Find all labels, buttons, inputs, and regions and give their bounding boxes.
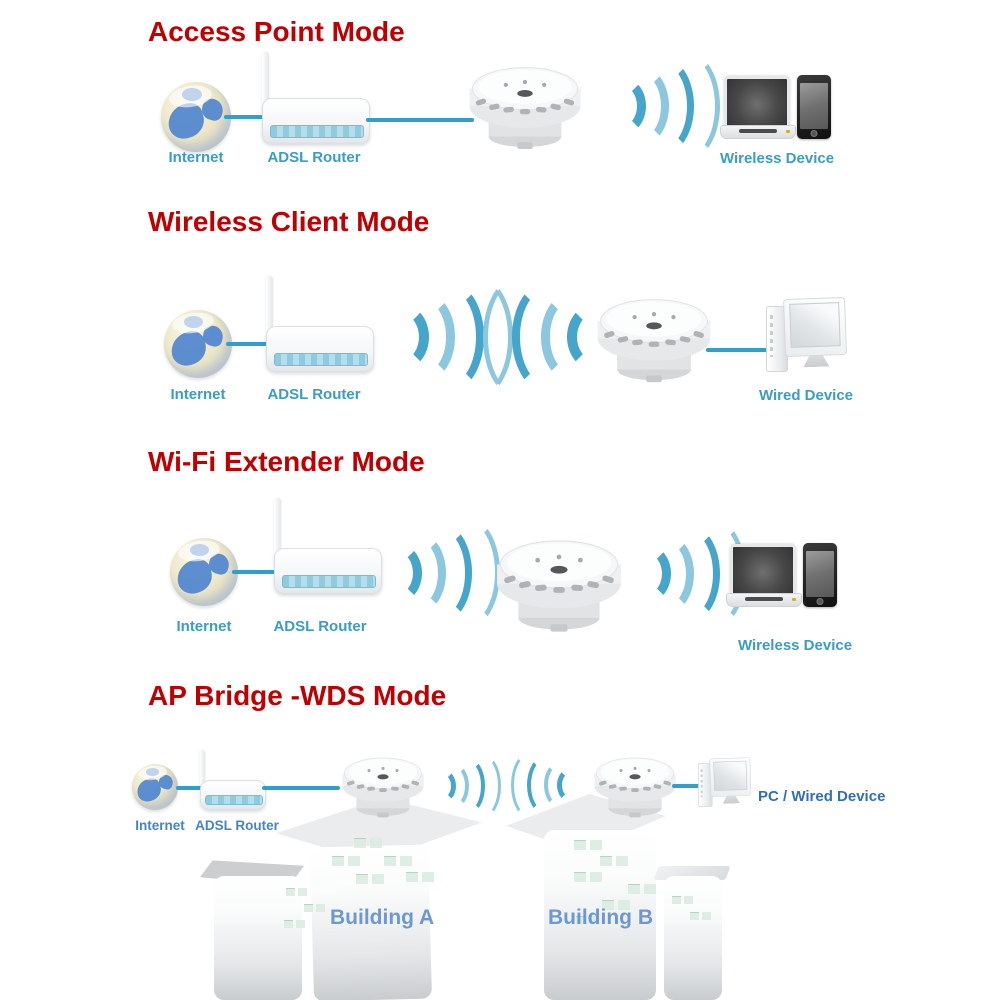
access-point-icon — [496, 540, 622, 633]
building-icon — [664, 876, 722, 1000]
router-antenna — [274, 498, 281, 554]
building-windows — [600, 856, 612, 866]
access-point-icon — [594, 757, 676, 818]
pc-monitor — [709, 757, 752, 797]
access-point-icon — [597, 299, 711, 383]
router-antenna — [200, 750, 205, 786]
desktop-pc-icon — [766, 296, 850, 382]
wire-globe-router — [224, 115, 268, 119]
internet-globe-icon — [164, 310, 232, 378]
wireless-device-label: Wireless Device — [737, 637, 853, 654]
building-windows — [356, 874, 368, 884]
internet-globe-icon — [170, 538, 238, 606]
building-windows — [332, 856, 344, 866]
access-point-icon — [469, 67, 581, 150]
building-windows — [672, 896, 681, 904]
wifi-waves-icon — [428, 753, 502, 819]
building-windows — [286, 888, 295, 896]
laptop-icon — [726, 544, 802, 608]
section-title-wifi-extender: Wi-Fi Extender Mode — [148, 446, 425, 477]
wire-ap-pc — [706, 348, 772, 352]
wifi-waves-icon — [598, 52, 720, 160]
laptop-icon — [720, 76, 796, 140]
section-title-ap-bridge-wds: AP Bridge -WDS Mode — [148, 680, 447, 711]
wireless-device-label: Wireless Device — [719, 150, 835, 167]
building-windows — [284, 920, 293, 928]
adsl-router-label: ADSL Router — [267, 386, 361, 403]
building-windows — [602, 900, 614, 910]
wifi-waves-icon — [372, 516, 500, 629]
access-point-icon — [342, 757, 424, 818]
internet-label: Internet — [168, 149, 224, 166]
building-windows — [628, 884, 640, 894]
router-antenna — [266, 276, 273, 332]
wire-router-ap — [366, 118, 474, 122]
smartphone-icon — [797, 75, 831, 139]
wire-globe-router — [226, 342, 268, 346]
adsl-router-label: ADSL Router — [195, 818, 279, 833]
building-windows — [354, 838, 366, 848]
wifi-waves-icon — [510, 751, 586, 819]
building-windows — [574, 872, 586, 882]
adsl-router-label: ADSL Router — [267, 149, 361, 166]
smartphone-icon — [803, 543, 837, 607]
building-windows — [576, 916, 585, 924]
wire-ap-pc — [672, 784, 704, 788]
wifi-waves-icon — [622, 518, 747, 629]
building-windows — [574, 840, 586, 850]
adsl-router-label: ADSL Router — [273, 618, 367, 635]
building-windows — [304, 904, 313, 912]
wired-device-label: Wired Device — [758, 387, 854, 404]
wire-globe-router — [232, 570, 276, 574]
internet-globe-icon — [132, 764, 178, 810]
wifi-waves-icon — [374, 275, 513, 399]
router-antenna — [262, 52, 269, 104]
building-a-label: Building A — [330, 906, 435, 929]
building-b-label: Building B — [548, 906, 653, 929]
wire-router-ap — [262, 786, 340, 790]
section-title-wireless-client: Wireless Client Mode — [148, 206, 430, 237]
internet-globe-icon — [161, 82, 231, 152]
wire-globe-router — [176, 786, 204, 790]
section-title-access-point: Access Point Mode — [148, 16, 405, 47]
building-icon — [214, 876, 302, 1000]
internet-label: Internet — [170, 386, 226, 403]
pc-wired-device-label: PC / Wired Device — [758, 788, 886, 805]
internet-label: Internet — [135, 818, 185, 833]
building-windows — [406, 872, 418, 882]
pc-monitor — [783, 296, 847, 357]
building-windows — [690, 912, 699, 920]
internet-label: Internet — [176, 618, 232, 635]
building-windows — [384, 856, 396, 866]
